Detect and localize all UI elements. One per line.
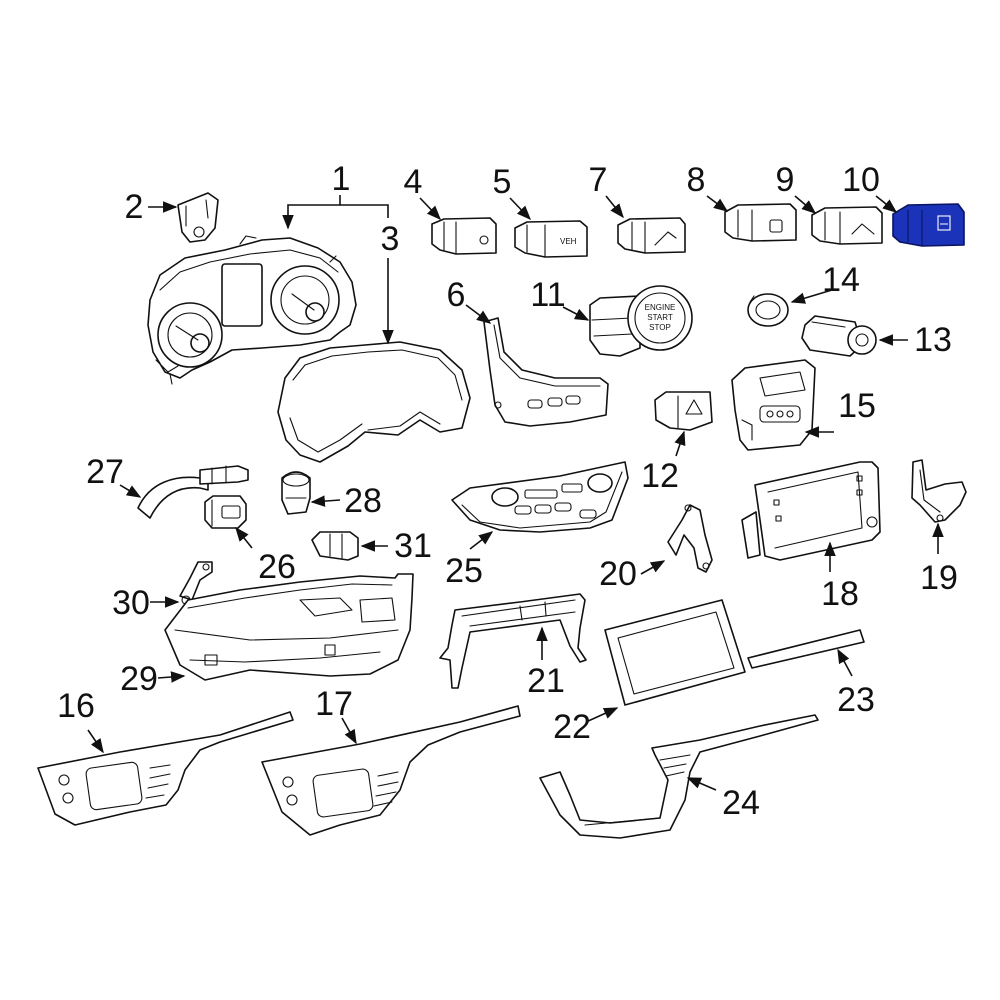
part-25-climate-panel[interactable] xyxy=(451,461,629,533)
callout-16: 16 xyxy=(57,687,95,725)
part-11-start-stop-switch[interactable]: ENGINE START STOP xyxy=(589,285,693,357)
part-26-connector[interactable] xyxy=(204,495,247,529)
callout-25: 25 xyxy=(445,552,483,590)
callout-10: 10 xyxy=(842,161,880,199)
callout-31: 31 xyxy=(394,527,432,565)
part-15-control-panel[interactable] xyxy=(731,359,816,451)
callout-13: 13 xyxy=(914,321,952,359)
part-10-switch-highlighted[interactable] xyxy=(892,203,965,247)
callout-12: 12 xyxy=(641,457,679,495)
start-button-line-1: ENGINE xyxy=(645,303,676,312)
callout-3: 3 xyxy=(381,220,400,258)
part-31-clip[interactable] xyxy=(311,531,359,561)
part-13-power-socket[interactable] xyxy=(801,315,877,357)
callout-21: 21 xyxy=(527,662,565,700)
part-23-trim-strip[interactable] xyxy=(747,629,865,669)
callout-1: 1 xyxy=(332,160,351,198)
part-6-center-trim[interactable] xyxy=(483,317,609,427)
callout-22: 22 xyxy=(553,708,591,746)
callout-29: 29 xyxy=(120,660,158,698)
part-8-switch[interactable] xyxy=(724,203,797,242)
callout-8: 8 xyxy=(687,161,706,199)
part-5-switch-label: VEH xyxy=(560,237,577,246)
part-9-switch[interactable] xyxy=(811,206,883,245)
leader-lines xyxy=(87,195,944,791)
callout-20: 20 xyxy=(599,555,637,593)
part-3-cluster-hood[interactable] xyxy=(277,341,471,463)
callout-6: 6 xyxy=(447,276,466,314)
part-28-knob[interactable] xyxy=(281,471,311,515)
callout-14: 14 xyxy=(822,261,860,299)
callout-11: 11 xyxy=(530,276,565,314)
part-5-switch[interactable]: VEH xyxy=(514,220,588,258)
callout-15: 15 xyxy=(838,387,876,425)
callout-23: 23 xyxy=(837,681,875,719)
callout-24: 24 xyxy=(722,784,760,822)
callout-5: 5 xyxy=(493,163,512,201)
part-27-wire[interactable] xyxy=(137,465,249,519)
callout-9: 9 xyxy=(776,161,795,199)
part-22-screen-bezel[interactable] xyxy=(604,599,746,706)
part-29-console-box[interactable] xyxy=(164,573,414,681)
part-17-dash-panel[interactable] xyxy=(261,705,521,836)
callout-4: 4 xyxy=(404,163,423,201)
part-1-instrument-cluster[interactable] xyxy=(147,235,357,385)
callout-19: 19 xyxy=(920,559,958,597)
part-16-dash-panel[interactable] xyxy=(37,711,294,826)
callout-17: 17 xyxy=(315,685,353,723)
callout-28: 28 xyxy=(344,482,382,520)
part-2-bracket[interactable] xyxy=(177,192,219,243)
part-12-hazard-switch[interactable] xyxy=(654,391,713,431)
part-7-switch[interactable] xyxy=(617,217,686,254)
callout-18: 18 xyxy=(821,575,859,613)
part-20-bracket[interactable] xyxy=(667,504,713,573)
callout-7: 7 xyxy=(589,161,608,199)
start-button-line-3: STOP xyxy=(649,323,671,332)
part-18-display-unit[interactable] xyxy=(741,461,881,561)
callout-2: 2 xyxy=(125,188,144,226)
callout-labels: 1 2 3 4 5 6 7 8 9 10 11 12 13 14 15 16 1… xyxy=(57,160,958,822)
part-21-frame[interactable] xyxy=(439,593,587,689)
part-14-ring[interactable] xyxy=(747,293,789,327)
start-button-line-2: START xyxy=(647,313,673,322)
callout-26: 26 xyxy=(258,548,296,586)
part-19-bracket[interactable] xyxy=(911,459,967,523)
callout-27: 27 xyxy=(86,453,124,491)
callout-30: 30 xyxy=(112,584,150,622)
part-24-lower-panel[interactable] xyxy=(539,714,819,839)
part-4-switch[interactable] xyxy=(431,217,497,255)
